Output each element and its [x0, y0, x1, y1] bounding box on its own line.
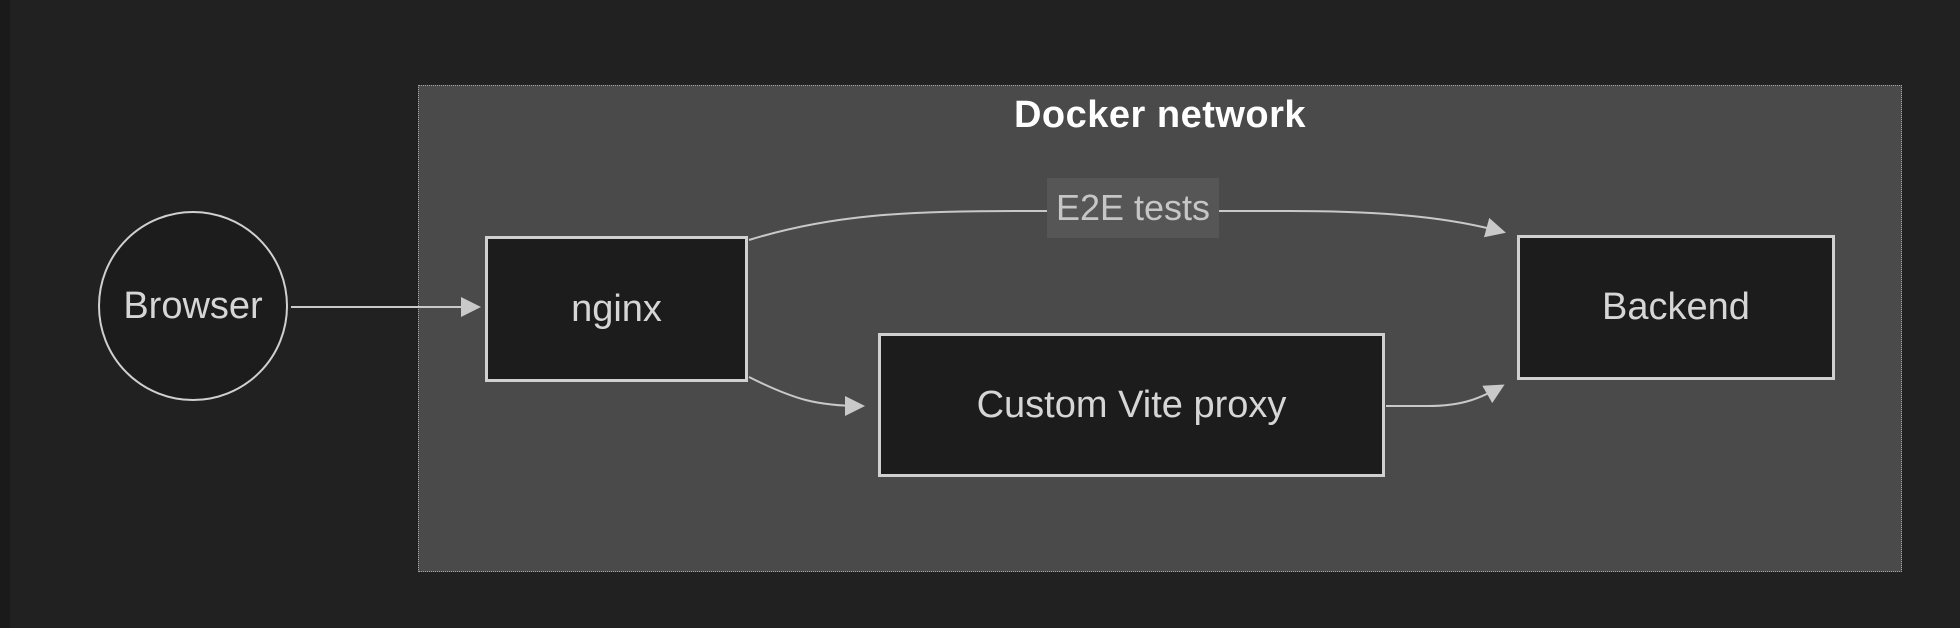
- node-custom-vite-proxy-label: Custom Vite proxy: [976, 383, 1287, 426]
- window-edge-strip: [0, 0, 10, 628]
- node-browser-label: Browser: [123, 284, 263, 327]
- node-nginx-label: nginx: [571, 287, 662, 330]
- node-backend: Backend: [1517, 235, 1835, 380]
- edge-label-e2e-tests-text: E2E tests: [1055, 187, 1211, 228]
- cluster-title: Docker network: [1013, 94, 1307, 136]
- node-custom-vite-proxy: Custom Vite proxy: [878, 333, 1385, 477]
- edge-label-e2e-tests: E2E tests: [1047, 178, 1219, 238]
- node-backend-label: Backend: [1602, 286, 1750, 328]
- node-browser: Browser: [98, 211, 288, 401]
- node-nginx: nginx: [485, 236, 748, 382]
